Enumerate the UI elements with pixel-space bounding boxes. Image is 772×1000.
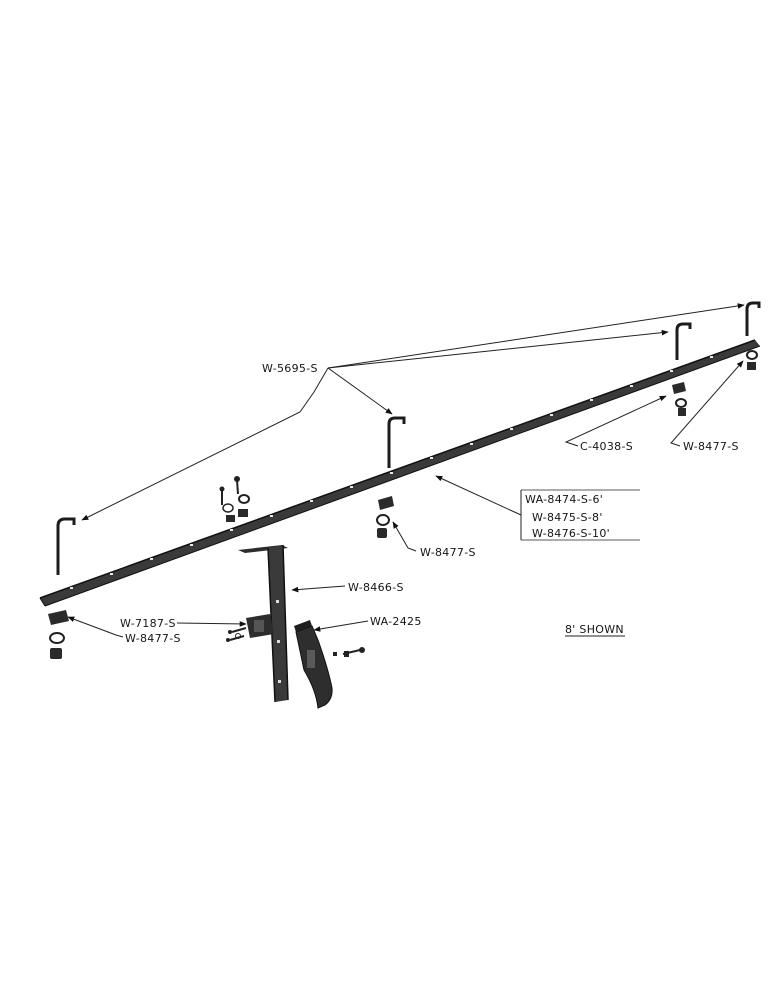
sweep	[294, 620, 365, 709]
j-bolt-right-1	[675, 322, 692, 360]
label-w-8477-s-mid: W-8477-S	[420, 546, 476, 559]
label-w-5695-s: W-5695-S	[262, 362, 318, 375]
label-c-4038-s: C-4038-S	[580, 440, 633, 453]
label-w-8476-s-10: W-8476-S-10'	[532, 527, 610, 540]
hardware-left	[48, 610, 69, 659]
label-w-7187-s: W-7187-S	[120, 617, 176, 630]
hardware-right	[672, 350, 758, 416]
label-w-8466-s: W-8466-S	[348, 581, 404, 594]
part-group-bracket	[520, 489, 640, 541]
label-wa-8474-s-6: WA-8474-S-6'	[525, 493, 603, 506]
label-w-8477-s-right: W-8477-S	[683, 440, 739, 453]
j-bolt-right-2	[745, 301, 761, 336]
tool-bar	[39, 339, 761, 607]
label-w-8475-s-8: W-8475-S-8'	[532, 511, 603, 524]
j-bolt-left	[56, 517, 76, 575]
label-w-8477-s-left: W-8477-S	[125, 632, 181, 645]
leader-lines	[67, 303, 745, 638]
clamp	[226, 614, 274, 642]
hardware-mid	[376, 496, 394, 538]
hardware-mid-bolts	[219, 476, 250, 522]
label-wa-2425: WA-2425	[370, 615, 422, 628]
j-bolt-middle	[387, 416, 406, 468]
label-8-shown: 8' SHOWN	[565, 623, 624, 636]
